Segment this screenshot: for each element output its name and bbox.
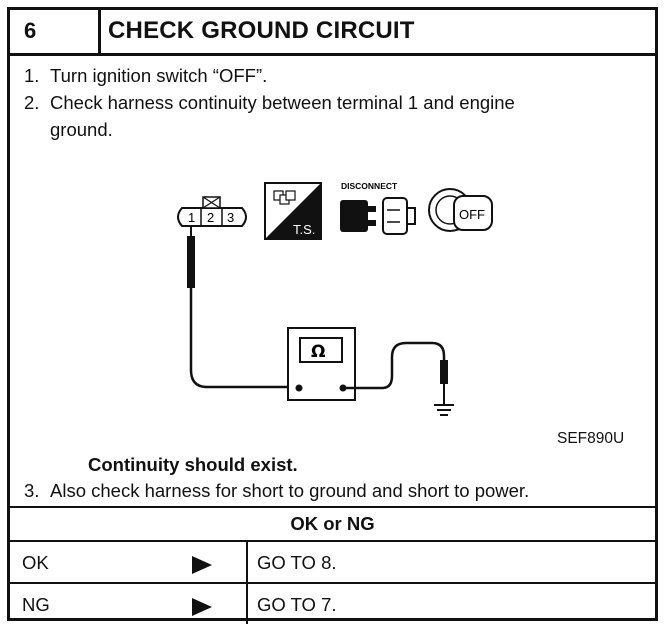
test-diagram: 1 2 3 T.S. DISCONNECT (177, 181, 493, 416)
instruction-1-number: 1. (24, 65, 40, 86)
figure-id: SEF890U (557, 430, 625, 447)
ohmmeter-icon: Ω (287, 327, 356, 401)
result-ng-label: NG (22, 594, 50, 615)
instruction-2-number: 2. (24, 92, 40, 113)
test-probe-lead (187, 226, 298, 389)
ohm-symbol: Ω (311, 342, 325, 362)
result-ok-action[interactable]: GO TO 8. (257, 552, 337, 573)
instruction-1: 1. Turn ignition switch “OFF”. (24, 65, 267, 87)
result-ok-arrow-icon (192, 556, 212, 574)
step-number: 6 (24, 18, 37, 43)
disconnect-label: DISCONNECT (341, 181, 398, 191)
instruction-3-text: Also check harness for short to ground a… (50, 480, 530, 501)
instruction-2-text: Check harness continuity between termina… (50, 92, 515, 113)
terminal-3-label: 3 (227, 210, 234, 225)
instruction-2-continuation: ground. (50, 119, 113, 140)
connector-icon: 1 2 3 (177, 196, 247, 227)
step-title: CHECK GROUND CIRCUIT (108, 17, 415, 44)
disconnect-icon: DISCONNECT (340, 181, 416, 235)
result-column-divider (246, 540, 248, 624)
ignition-off-icon: OFF (428, 188, 493, 232)
instruction-3-number: 3. (24, 480, 40, 501)
procedure-frame: 6 CHECK GROUND CIRCUIT 1. Turn ignition s… (7, 7, 658, 624)
instruction-2: 2. Check harness continuity between termi… (24, 92, 515, 114)
ts-harness-icon: T.S. (264, 182, 322, 240)
ok-or-ng-heading: OK or NG (290, 513, 375, 534)
result-ng-action[interactable]: GO TO 7. (257, 594, 337, 615)
result-divider-top (10, 540, 655, 542)
result-divider-middle (10, 582, 655, 584)
instruction-3: 3. Also check harness for short to ground… (24, 480, 529, 502)
section-divider (10, 506, 655, 508)
result-ok-label: OK (22, 552, 49, 573)
ground-probe-lead (343, 341, 448, 405)
result-ng-arrow-icon (192, 598, 212, 616)
ts-label: T.S. (293, 222, 315, 237)
header-divider (98, 10, 101, 53)
continuity-note: Continuity should exist. (88, 454, 298, 475)
instruction-1-text: Turn ignition switch “OFF”. (50, 65, 268, 86)
ignition-off-label: OFF (459, 207, 485, 222)
terminal-1-label: 1 (188, 210, 195, 225)
step-header: 6 CHECK GROUND CIRCUIT (10, 10, 655, 56)
ground-icon (434, 404, 454, 416)
terminal-2-label: 2 (207, 210, 214, 225)
